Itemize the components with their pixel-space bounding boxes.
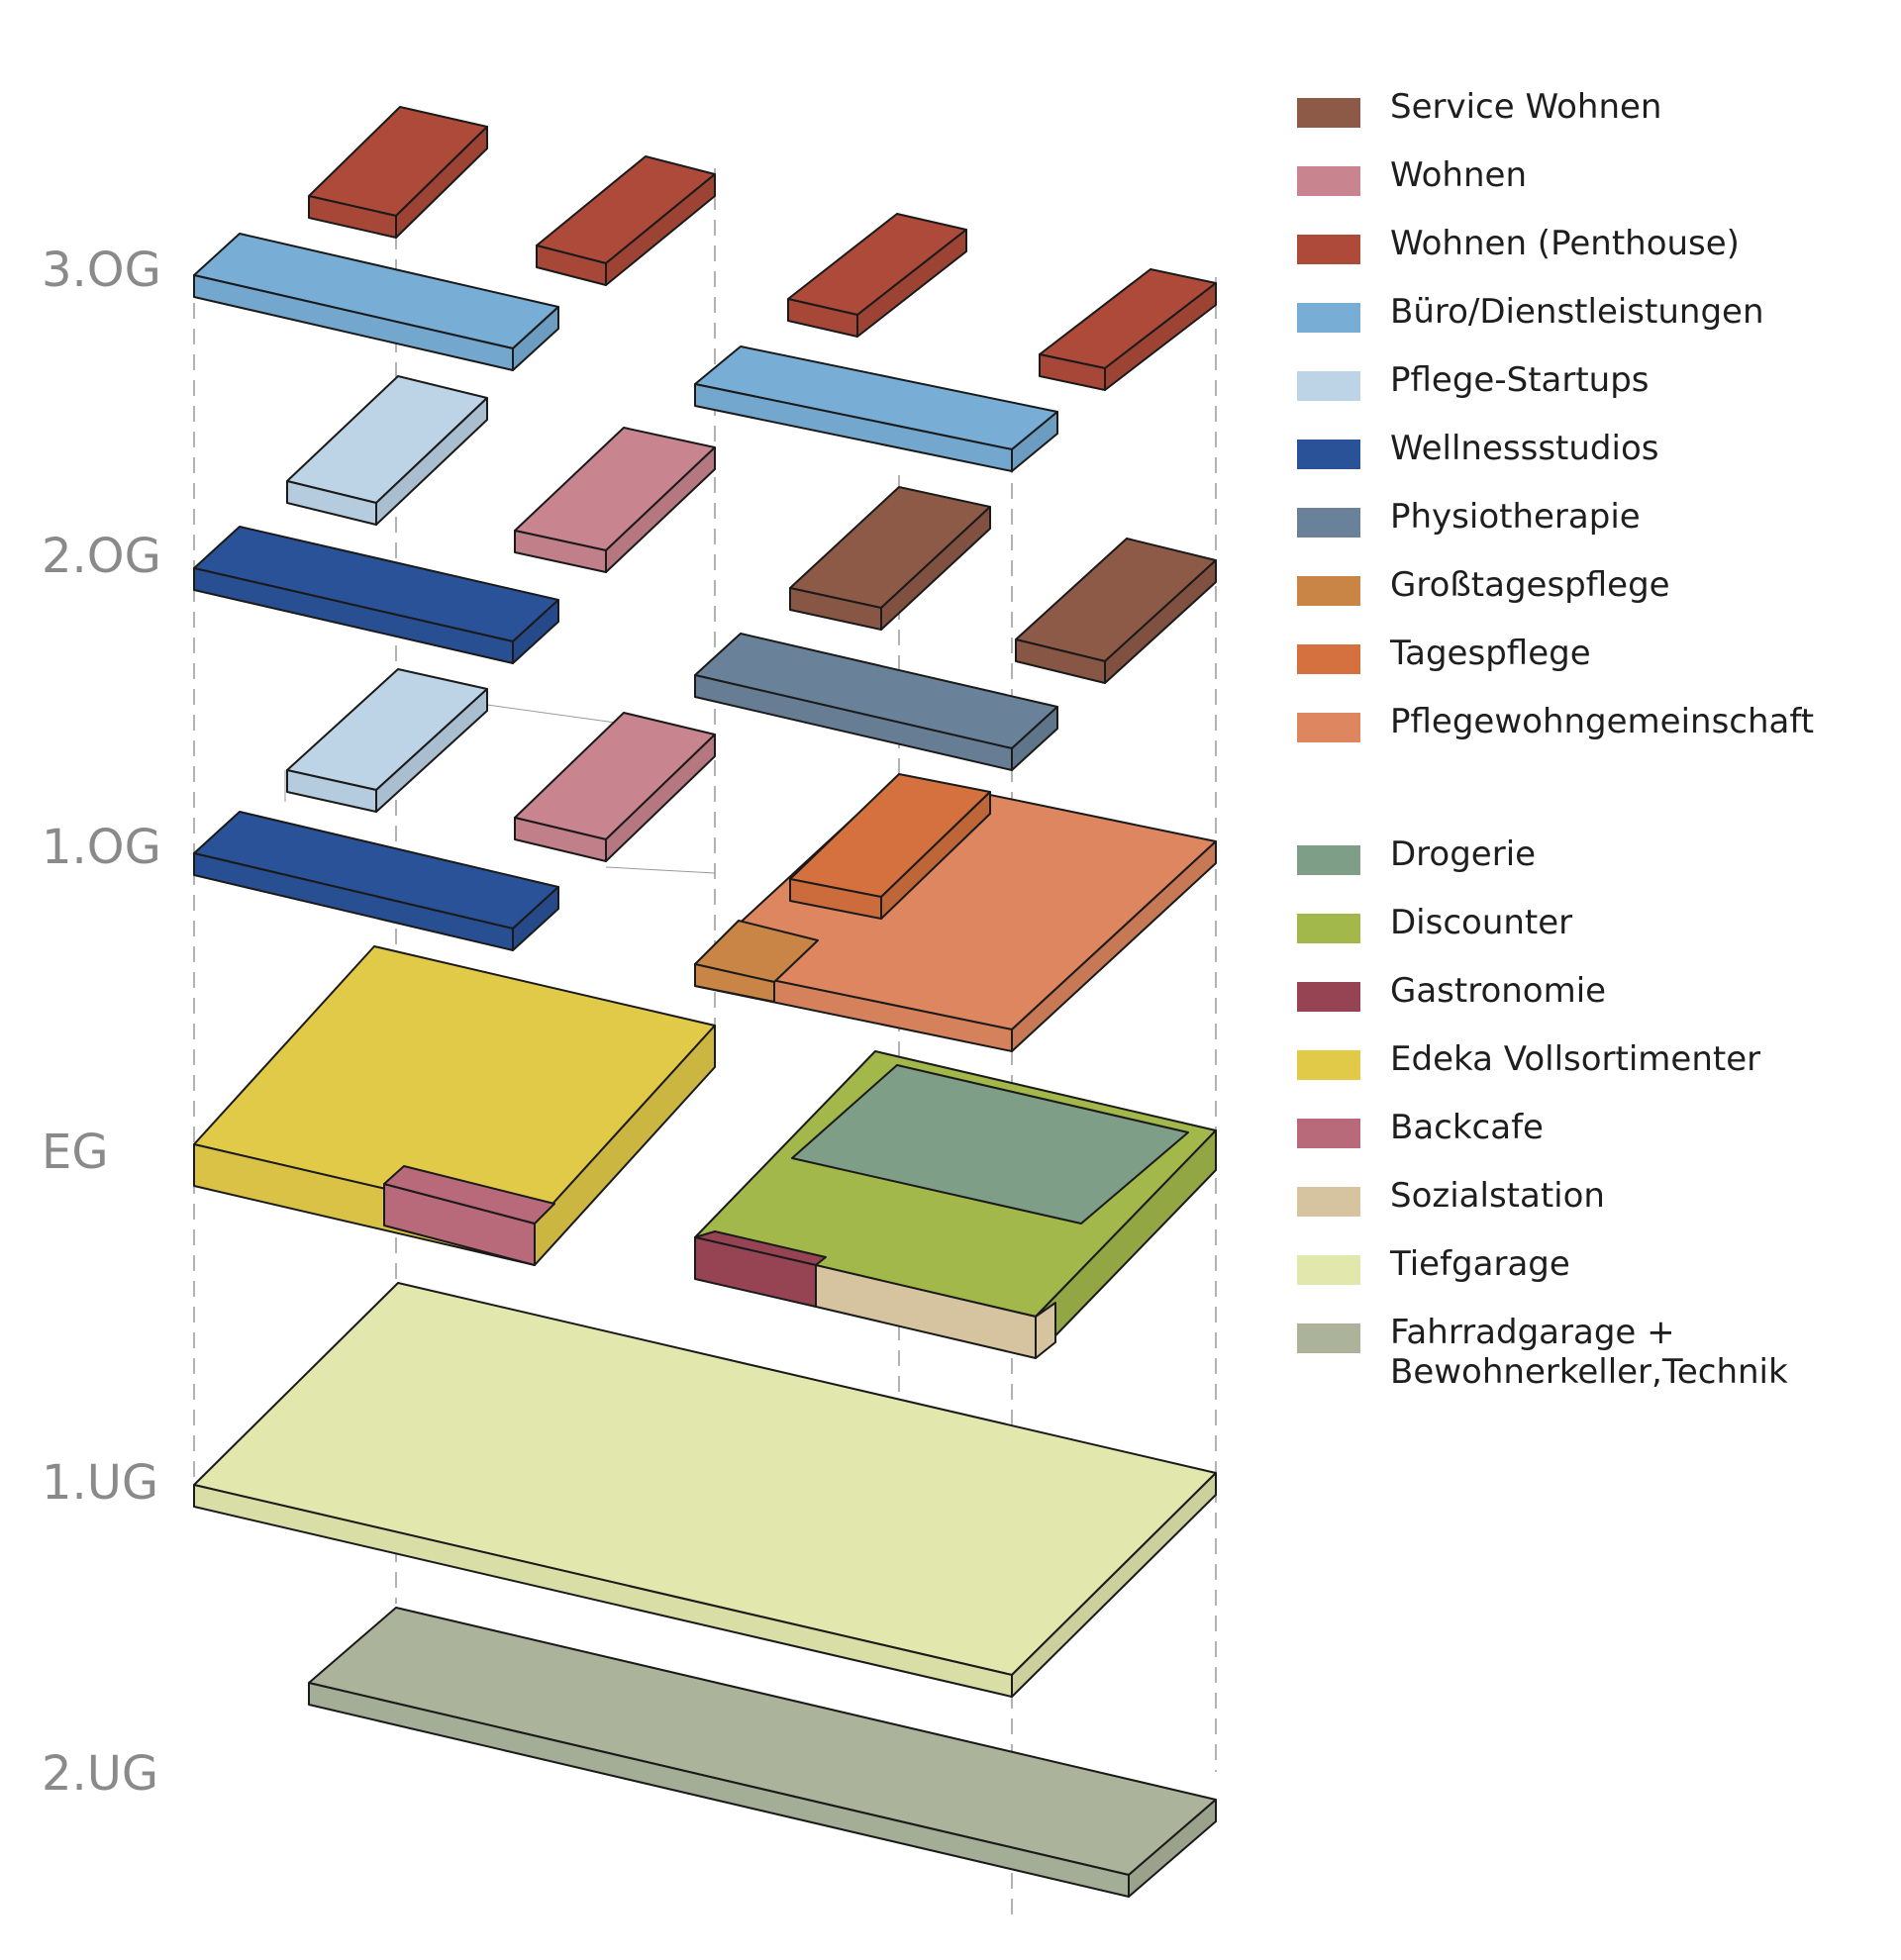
legend-label: Wohnen (Penthouse) <box>1390 224 1740 263</box>
volume-wohnen-1og-side <box>605 734 716 862</box>
floor-label-1ug: 1.UG <box>42 1455 158 1511</box>
floor-label-3og: 3.OG <box>42 243 161 298</box>
floor-label-eg: EG <box>42 1125 109 1180</box>
legend-group-lower: Drogerie Discounter Gastronomie Edeka Vo… <box>1297 834 1881 1412</box>
legend-label: Tiefgarage <box>1390 1244 1570 1284</box>
legend-item: Gastronomie <box>1297 971 1881 1039</box>
volume-buero-3og-left-side <box>512 306 559 371</box>
legend-swatch <box>1297 576 1360 606</box>
volume-backcafe-top <box>383 1165 555 1225</box>
legend-label: Pflegewohngemeinschaft <box>1390 702 1815 741</box>
volume-tiefgarage-side <box>1011 1472 1217 1698</box>
legend-swatch <box>1297 644 1360 674</box>
legend-swatch <box>1297 371 1360 401</box>
legend-label: Gastronomie <box>1390 971 1607 1011</box>
legend-swatch <box>1297 713 1360 742</box>
legend-label: Service Wohnen <box>1390 87 1662 127</box>
legend-item: Wellnessstudios <box>1297 429 1881 497</box>
legend: Service Wohnen Wohnen Wohnen (Penthouse)… <box>1297 87 1881 1412</box>
legend-item: Pflege-Startups <box>1297 360 1881 429</box>
volume-pflegewg-1og-side <box>1011 840 1217 1052</box>
volume-penthouse-d-side <box>1104 282 1217 391</box>
legend-swatch <box>1297 235 1360 264</box>
legend-swatch <box>1297 1187 1360 1217</box>
connector-line <box>605 866 716 874</box>
legend-label: Tagespflege <box>1390 634 1591 673</box>
floor-label-2ug: 2.UG <box>42 1746 158 1802</box>
legend-swatch <box>1297 303 1360 333</box>
building-volumes <box>193 106 1217 1898</box>
volume-service-wohnen-b-side <box>1104 559 1217 684</box>
legend-item: Tiefgarage <box>1297 1244 1881 1313</box>
legend-label: Pflege-Startups <box>1390 360 1650 400</box>
legend-swatch <box>1297 98 1360 128</box>
legend-label: Edeka Vollsortimenter <box>1390 1039 1761 1079</box>
legend-item: Wohnen (Penthouse) <box>1297 224 1881 292</box>
legend-label: Physiotherapie <box>1390 497 1641 537</box>
legend-swatch <box>1297 440 1360 469</box>
legend-swatch <box>1297 845 1360 875</box>
legend-item: Pflegewohngemeinschaft <box>1297 702 1881 770</box>
volume-penthouse-c-side <box>856 229 967 338</box>
legend-item: Edeka Vollsortimenter <box>1297 1039 1881 1108</box>
legend-item: Wohnen <box>1297 155 1881 224</box>
legend-label: Wohnen <box>1390 155 1527 195</box>
legend-label: Büro/Dienstleistungen <box>1390 292 1764 332</box>
legend-item: Drogerie <box>1297 834 1881 903</box>
volume-physiotherapie-side <box>1011 706 1058 771</box>
legend-swatch <box>1297 1119 1360 1148</box>
legend-item: Büro/Dienstleistungen <box>1297 292 1881 360</box>
legend-swatch <box>1297 982 1360 1012</box>
legend-item: Tagespflege <box>1297 634 1881 702</box>
volume-pflege-startups-1og-side <box>375 688 488 813</box>
legend-swatch <box>1297 166 1360 196</box>
volume-service-wohnen-a-side <box>880 506 991 631</box>
volume-fahrradgarage-top <box>308 1607 1217 1876</box>
legend-item: Discounter <box>1297 903 1881 971</box>
legend-item: Sozialstation <box>1297 1176 1881 1244</box>
volume-penthouse-b-side <box>605 173 716 286</box>
legend-label: Großtagespflege <box>1390 565 1670 605</box>
legend-swatch <box>1297 914 1360 943</box>
legend-item: Fahrradgarage + Bewohnerkeller,Technik <box>1297 1313 1881 1412</box>
legend-label: Backcafe <box>1390 1108 1544 1147</box>
volume-sozialstation-side <box>1035 1302 1056 1359</box>
legend-label: Wellnessstudios <box>1390 429 1659 468</box>
legend-label: Drogerie <box>1390 834 1537 874</box>
legend-item: Physiotherapie <box>1297 497 1881 565</box>
volume-buero-3og-right-side <box>1011 411 1058 472</box>
floor-label-2og: 2.OG <box>42 529 161 584</box>
floor-labels: 3.OG 2.OG 1.OG EG 1.UG 2.UG <box>42 243 161 1802</box>
legend-swatch <box>1297 508 1360 538</box>
legend-label: Discounter <box>1390 903 1573 942</box>
volume-wohnen-2og-side <box>605 446 716 573</box>
legend-group-upper: Service Wohnen Wohnen Wohnen (Penthouse)… <box>1297 87 1881 770</box>
volume-tagespflege-1og-side <box>880 791 991 920</box>
volume-wellness-1og-side <box>512 886 559 951</box>
legend-item: Großtagespflege <box>1297 565 1881 634</box>
legend-swatch <box>1297 1050 1360 1080</box>
legend-item: Service Wohnen <box>1297 87 1881 155</box>
legend-swatch <box>1297 1255 1360 1285</box>
volume-drogerie-top <box>791 1064 1189 1225</box>
volume-wellness-2og-side <box>512 599 559 664</box>
volume-fahrradgarage-side <box>1128 1799 1217 1898</box>
volume-grosstagespflege-front <box>694 963 775 1003</box>
legend-label: Sozialstation <box>1390 1176 1605 1216</box>
floor-label-1og: 1.OG <box>42 820 161 875</box>
volume-penthouse-a-side <box>395 126 488 239</box>
legend-item: Backcafe <box>1297 1108 1881 1176</box>
legend-swatch <box>1297 1323 1360 1353</box>
volume-pflege-startups-2og-side <box>375 397 488 526</box>
legend-label: Fahrradgarage + Bewohnerkeller,Technik <box>1390 1313 1788 1392</box>
